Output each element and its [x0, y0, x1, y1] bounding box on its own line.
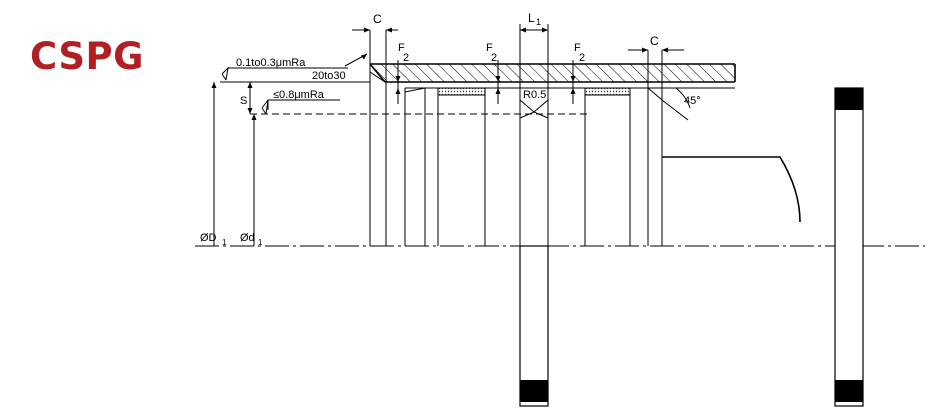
chamfer-right-label: C	[650, 34, 659, 48]
dim-chamfer-left: C	[352, 12, 398, 33]
dim-clearance-3: F 2	[570, 42, 585, 104]
seal-right	[584, 87, 631, 96]
dim-chamfer-right: C	[628, 34, 684, 53]
bore-diameter-label: ØD	[200, 232, 217, 244]
section-label: S	[240, 95, 247, 107]
dim-groove-length: L 1	[520, 11, 548, 33]
surface-finish-bore: 0.1to0.3μmRa	[221, 57, 348, 81]
radius-label: R0.5	[523, 89, 546, 101]
angle-label: 45°	[684, 95, 701, 107]
clearance-2-num: F	[486, 42, 493, 54]
shaft-end	[662, 156, 801, 223]
bore-finish-label: 0.1to0.3μmRa	[236, 57, 306, 69]
chamfer-left-label: C	[373, 12, 382, 26]
clearance-3-den: 2	[579, 52, 585, 64]
seal-left	[437, 87, 486, 96]
cspg-logo: CSPG	[30, 35, 144, 78]
dim-rod-diameter: Ød 1	[240, 114, 263, 247]
chamfer-45-line	[661, 99, 689, 121]
surface-finish-rod: ≤0.8μmRa	[261, 89, 340, 115]
dim-clearance-1: F 2	[395, 42, 409, 104]
dim-clearance-2: F 2	[486, 42, 501, 104]
chamfer-lead-in	[220, 71, 386, 83]
groove-length-label: L	[528, 11, 535, 25]
rod-diameter-label: Ød	[240, 232, 255, 244]
dim-angle: 45°	[675, 87, 701, 109]
ring-left	[519, 245, 549, 407]
clearance-2-den: 2	[491, 52, 497, 64]
clearance-3-num: F	[574, 42, 581, 54]
clearance-1-num: F	[398, 42, 405, 54]
rod-finish-label: ≤0.8μmRa	[273, 89, 325, 101]
housing-wall	[369, 63, 736, 83]
vertical-lines	[369, 24, 663, 246]
clearance-1-den: 2	[403, 52, 409, 64]
ring-right	[834, 87, 864, 407]
rod-step	[404, 87, 663, 101]
bore-diameter-sub: 1	[222, 238, 227, 247]
dim-section: S	[240, 82, 253, 114]
chamfer-angle-label: 20to30	[312, 70, 346, 82]
radius-notch	[519, 99, 549, 119]
rod-diameter-sub: 1	[258, 238, 263, 247]
surface-finish-chamfer: 20to30	[312, 53, 368, 82]
dim-bore-diameter: ØD 1	[200, 82, 227, 247]
groove-length-sub: 1	[536, 17, 541, 27]
